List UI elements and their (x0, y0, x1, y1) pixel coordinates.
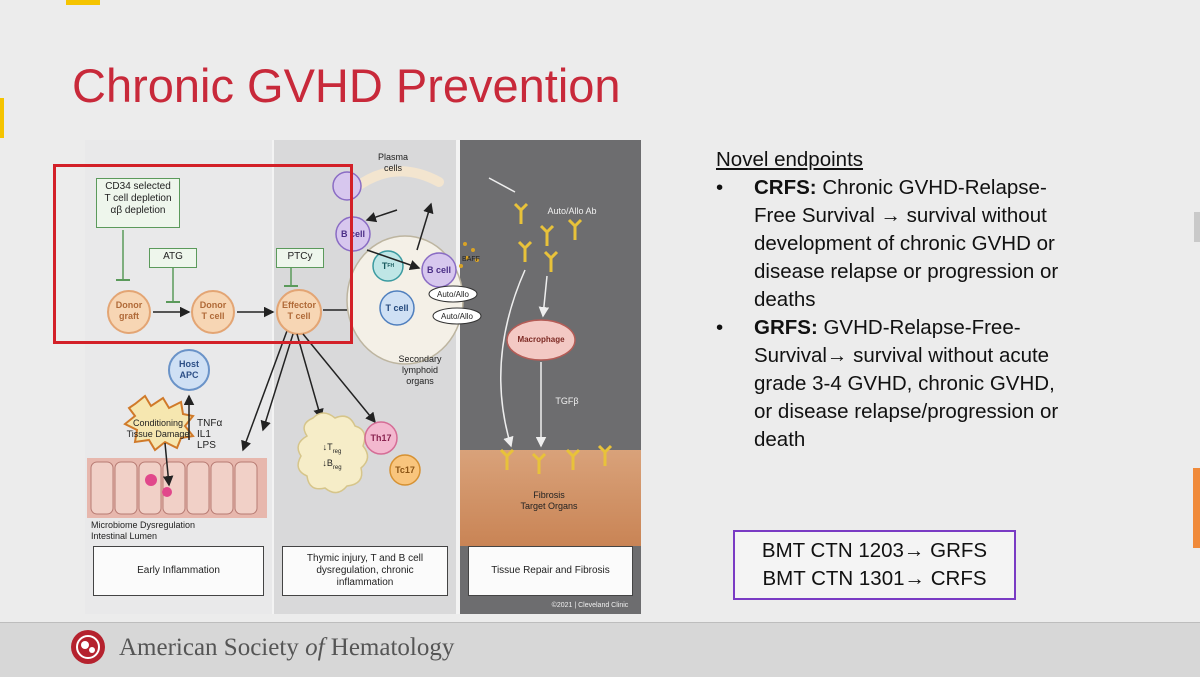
trials-box: BMT CTN 1203→ GRFS BMT CTN 1301→ CRFS (733, 530, 1016, 600)
trial-1203: BMT CTN 1203→ GRFS (761, 539, 988, 562)
crfs-label: CRFS: (754, 176, 817, 199)
auto-allo-label-1: Auto/Allo (436, 290, 470, 299)
caption-early-inflammation: Early Inflammation (93, 546, 264, 596)
plasma-cell (332, 171, 362, 201)
ash-wordmark: American Society of Hematology (119, 634, 455, 661)
box-cd34-selection: CD34 selected T cell depletion αβ deplet… (96, 178, 180, 228)
crfs-text: Chronic GVHD-Relapse-Free Survival → sur… (754, 176, 1059, 311)
baff-label: BAFF (462, 256, 480, 263)
effector-tcell-cell (276, 289, 322, 335)
ash-logo-icon (71, 630, 105, 664)
cd34-line2: T cell depletion (104, 193, 172, 204)
tc17-label: Tc17 (395, 465, 415, 475)
tfh-cell (372, 250, 404, 282)
t-cell-circle (379, 290, 415, 326)
host-apc-cell (168, 349, 210, 391)
slide-title: Chronic GVHD Prevention (72, 59, 621, 112)
cd34-line1: CD34 selected (105, 181, 171, 192)
treg-breg-label: ↓Treg ↓Breg (322, 442, 342, 471)
b-cell-mid-label: B cell (426, 265, 451, 275)
grfs-bullet: • GRFS: GVHD-Relapse-Free-Survival→ surv… (716, 314, 1076, 454)
accent-tab-right-orange (1193, 468, 1200, 548)
antibody-glyphs (499, 202, 613, 474)
macrophage-label: Macrophage (517, 335, 565, 344)
b-cell-top-circle (335, 216, 371, 252)
accent-tab-left (0, 98, 4, 138)
bullet-dot: • (716, 316, 724, 339)
grfs-label: GRFS: (754, 316, 818, 339)
caption-tissue-repair: Tissue Repair and Fibrosis (468, 546, 633, 596)
box-atg: ATG (149, 248, 197, 268)
copyright-label: ©2021 | Cleveland Clinic (551, 602, 629, 609)
donor-tcell-cell (191, 290, 235, 334)
donor-graft-cell (107, 290, 151, 334)
auto-allo-label-2: Auto/Allo (440, 312, 474, 321)
accent-tab-top (66, 0, 100, 5)
diagram-svg (87, 166, 641, 546)
th17-label: Th17 (370, 433, 392, 443)
plasma-cell-body (350, 166, 444, 193)
cd34-line3: αβ depletion (110, 205, 166, 216)
novel-endpoints-heading: Novel endpoints (716, 148, 864, 171)
footer-bar (0, 622, 1200, 677)
auto-allo-ab-label: Auto/Allo Ab (547, 206, 597, 216)
gvhd-figure: Early Inflammation Thymic injury, T and … (85, 140, 641, 614)
conditioning-burst (123, 394, 195, 452)
t-cell-label: T cell (385, 303, 409, 313)
auto-allo-bubble-1 (428, 285, 478, 303)
trial-1301: BMT CTN 1301→ CRFS (762, 567, 987, 590)
novel-endpoints-section: Novel endpoints • CRFS: Chronic GVHD-Rel… (716, 146, 1076, 454)
highlight-box (53, 164, 353, 344)
box-ptcy: PTCy (276, 248, 324, 268)
accent-tab-right-gray (1194, 212, 1200, 242)
tgfb-label: TGFβ (555, 396, 579, 406)
crfs-bullet: • CRFS: Chronic GVHD-Relapse-Free Surviv… (716, 174, 1076, 314)
auto-allo-bubble-2 (432, 307, 482, 325)
grfs-text: GVHD-Relapse-Free-Survival→ survival wit… (754, 316, 1059, 451)
caption-thymic-injury: Thymic injury, T and B cell dysregulatio… (282, 546, 448, 596)
th17-cell (364, 421, 398, 455)
thymus-shape (297, 412, 369, 494)
macrophage-cell (506, 319, 576, 361)
fibrosis-tissue (460, 450, 641, 546)
bullet-dot: • (716, 176, 724, 199)
tc17-cell (389, 454, 421, 486)
